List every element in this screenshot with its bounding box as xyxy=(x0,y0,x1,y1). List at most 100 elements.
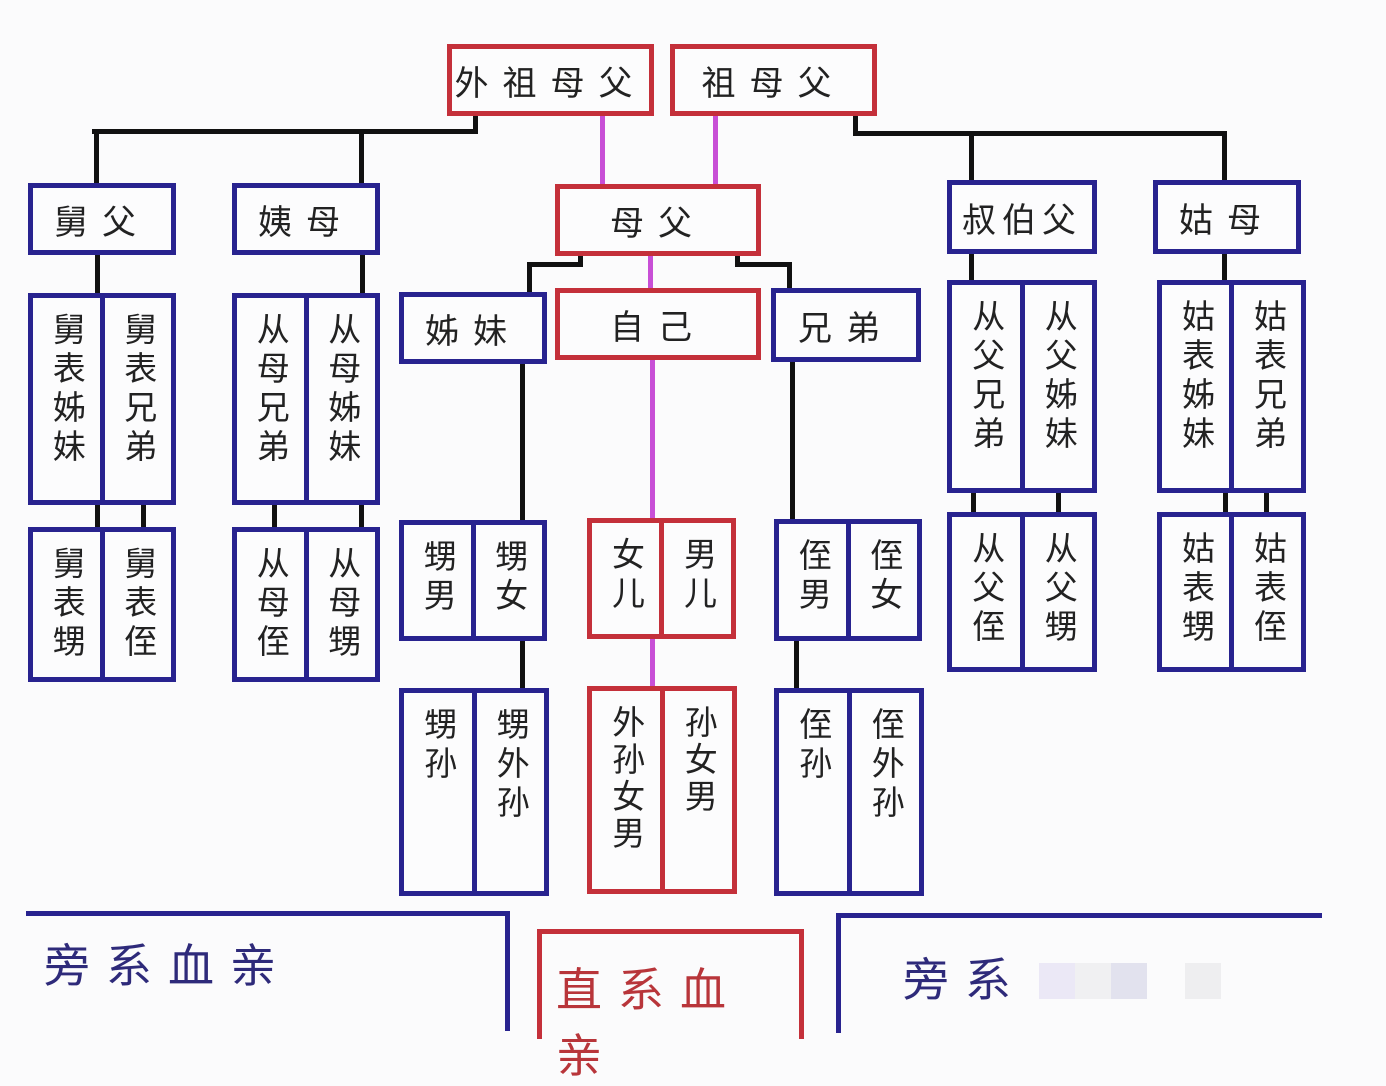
direct-line xyxy=(713,112,718,186)
node-yi-cousins: 从母兄弟 从母姊妹 xyxy=(232,293,380,505)
branch-line xyxy=(578,252,583,267)
node-label: 姊妹 xyxy=(425,311,521,352)
node-label: 舅父 xyxy=(54,202,150,243)
node-label: 自己 xyxy=(610,307,706,348)
node-shu-cousins: 从父兄弟 从父姊妹 xyxy=(947,280,1097,493)
node-own-grandchildren: 外孙女男 孙女男 xyxy=(587,686,737,894)
vertical-label: 甥孙 xyxy=(418,707,458,785)
legend-direct: 直系血亲 xyxy=(537,929,804,1083)
direct-line xyxy=(648,252,653,290)
legend-collateral-left: 旁系血亲 xyxy=(26,911,510,1031)
direct-line xyxy=(600,112,605,186)
node-paternal-uncles: 叔伯父 xyxy=(947,180,1097,254)
vertical-label: 侄女 xyxy=(845,524,918,636)
branch-line xyxy=(360,253,365,296)
branch-line xyxy=(95,500,100,530)
branch-line xyxy=(1056,488,1061,516)
branch-line xyxy=(92,129,478,134)
vertical-label: 从母姊妹 xyxy=(303,298,376,500)
node-label: 叔伯父 xyxy=(962,200,1082,241)
node-label: 母父 xyxy=(610,203,706,244)
vertical-label: 姑表侄 xyxy=(1229,517,1301,667)
branch-line xyxy=(1222,131,1227,183)
branch-line xyxy=(272,500,277,530)
branch-line xyxy=(790,362,795,522)
branch-line xyxy=(527,262,532,292)
vertical-label: 姑表姊妹 xyxy=(1176,299,1216,455)
branch-line xyxy=(794,638,799,692)
vertical-label: 姑表兄弟 xyxy=(1229,285,1301,488)
vertical-label: 舅表姊妹 xyxy=(47,312,87,468)
legend-label: 直系血亲 xyxy=(556,963,742,1083)
branch-line xyxy=(1222,250,1227,282)
node-gu-cousins: 姑表姊妹 姑表兄弟 xyxy=(1157,280,1306,493)
node-maternal-grandparents: 外祖母父 xyxy=(447,44,654,116)
vertical-label: 男儿 xyxy=(659,523,731,634)
branch-line xyxy=(473,112,478,134)
branch-line xyxy=(969,131,974,183)
branch-line xyxy=(1223,488,1228,516)
legend-label: 旁系血亲 xyxy=(44,939,292,993)
vertical-label: 女儿 xyxy=(606,537,646,615)
blurred-region xyxy=(1185,963,1221,999)
node-label: 外祖母父 xyxy=(454,63,647,104)
node-gu-children: 姑表甥 姑表侄 xyxy=(1157,512,1306,672)
node-own-children: 女儿 男儿 xyxy=(587,518,736,639)
vertical-label: 姑表甥 xyxy=(1176,531,1216,648)
node-jiu-children: 舅表甥 舅表侄 xyxy=(28,527,176,682)
blurred-region xyxy=(1111,963,1147,999)
branch-line xyxy=(359,500,364,530)
node-maternal-uncle: 舅父 xyxy=(28,183,176,255)
branch-line xyxy=(971,488,976,516)
branch-line xyxy=(520,638,525,692)
node-paternal-grandparents: 祖母父 xyxy=(670,44,877,116)
branch-line xyxy=(853,131,1227,136)
branch-line xyxy=(94,129,99,185)
vertical-label: 从父兄弟 xyxy=(966,299,1006,455)
vertical-label: 甥男 xyxy=(418,539,458,617)
node-brothers: 兄弟 xyxy=(771,288,921,362)
node-label: 姑母 xyxy=(1179,200,1275,241)
branch-line xyxy=(969,250,974,282)
vertical-label: 甥外孙 xyxy=(471,693,545,891)
node-sister-grandchildren: 甥孙 甥外孙 xyxy=(399,688,549,896)
branch-line xyxy=(735,252,740,266)
node-label: 姨母 xyxy=(258,202,354,243)
legend-label: 旁系 xyxy=(903,953,1027,1007)
vertical-label: 侄男 xyxy=(793,538,833,616)
branch-line xyxy=(520,362,525,522)
direct-line xyxy=(650,636,655,690)
vertical-label: 外孙女男 xyxy=(606,705,646,853)
vertical-label: 舅表侄 xyxy=(99,532,172,677)
node-yi-children: 从母侄 从母甥 xyxy=(232,527,380,682)
direct-line xyxy=(650,357,655,519)
branch-line xyxy=(527,262,583,267)
vertical-label: 侄孙 xyxy=(793,707,833,785)
node-brother-children: 侄男 侄女 xyxy=(774,519,922,641)
branch-line xyxy=(95,253,100,296)
node-maternal-aunt: 姨母 xyxy=(232,183,380,255)
branch-line xyxy=(735,262,791,267)
node-jiu-cousins: 舅表姊妹 舅表兄弟 xyxy=(28,293,176,505)
vertical-label: 从父甥 xyxy=(1019,517,1093,667)
node-label: 祖母父 xyxy=(701,63,846,104)
branch-line xyxy=(1264,488,1269,516)
branch-line xyxy=(141,500,146,530)
node-shu-children: 从父侄 从父甥 xyxy=(947,512,1097,672)
legend-collateral-right: 旁系 xyxy=(836,913,1322,1033)
vertical-label: 甥女 xyxy=(470,525,543,636)
branch-line xyxy=(853,112,858,136)
blurred-region xyxy=(1075,963,1111,999)
vertical-label: 舅表甥 xyxy=(47,546,87,663)
blurred-region xyxy=(1039,963,1075,999)
vertical-label: 从母兄弟 xyxy=(251,312,291,468)
vertical-label: 从母侄 xyxy=(251,546,291,663)
branch-line xyxy=(787,262,792,292)
vertical-label: 从父姊妹 xyxy=(1019,285,1093,488)
node-label: 兄弟 xyxy=(798,308,894,349)
node-sisters: 姊妹 xyxy=(399,292,547,364)
node-sister-children: 甥男 甥女 xyxy=(399,520,547,641)
vertical-label: 舅表兄弟 xyxy=(99,298,172,500)
node-parents: 母父 xyxy=(555,184,761,256)
vertical-label: 从父侄 xyxy=(966,531,1006,648)
